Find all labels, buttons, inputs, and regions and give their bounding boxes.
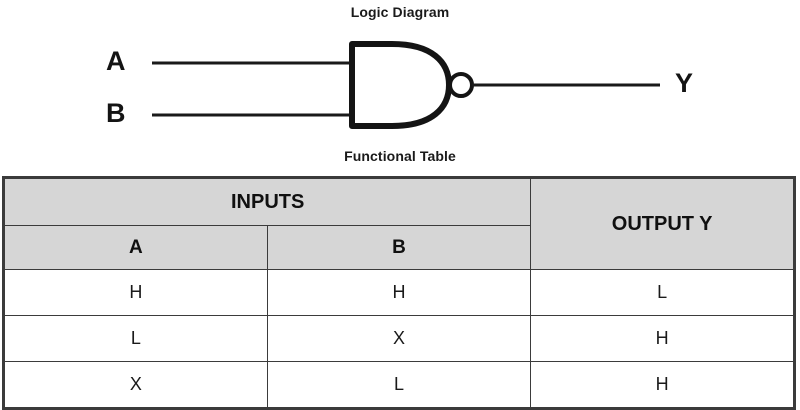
table-header-row-group: INPUTS OUTPUT Y bbox=[2, 177, 795, 270]
logic-diagram-section: Logic Diagram A B Y Functional Table bbox=[0, 0, 800, 172]
cell-input-b: H bbox=[266, 269, 532, 316]
table-row: L X H bbox=[3, 315, 795, 362]
cell-input-a: L bbox=[3, 315, 268, 362]
header-input-a: A bbox=[3, 225, 268, 270]
cell-output-y: L bbox=[530, 269, 795, 316]
output-label-y: Y bbox=[675, 68, 694, 98]
cell-output-y: H bbox=[530, 361, 795, 409]
table-header: INPUTS OUTPUT Y A B bbox=[2, 177, 795, 270]
cell-output-y: H bbox=[530, 315, 795, 362]
and-body-shape bbox=[349, 41, 452, 129]
table-row: X L H bbox=[3, 361, 795, 409]
input-label-b: B bbox=[106, 98, 126, 128]
table-row: H H L bbox=[3, 269, 795, 316]
table-body: H H L L X H X L H bbox=[3, 269, 795, 409]
nand-gate-graphic bbox=[152, 41, 660, 129]
cell-input-b: L bbox=[266, 361, 532, 409]
functional-table-caption: Functional Table bbox=[344, 148, 456, 164]
header-output-y: OUTPUT Y bbox=[530, 177, 795, 270]
functional-table: INPUTS OUTPUT Y A B H H L L X H X L H bbox=[2, 176, 796, 410]
inversion-bubble-icon bbox=[448, 72, 474, 98]
cell-input-b: X bbox=[266, 315, 532, 362]
header-inputs-group: INPUTS bbox=[2, 177, 532, 226]
cell-input-a: H bbox=[3, 269, 268, 316]
diagram-title: Logic Diagram bbox=[350, 4, 450, 20]
cell-input-a: X bbox=[3, 361, 268, 409]
input-label-a: A bbox=[106, 46, 126, 76]
table-header-row-sub: A B bbox=[3, 225, 795, 270]
header-input-b: B bbox=[266, 225, 532, 270]
